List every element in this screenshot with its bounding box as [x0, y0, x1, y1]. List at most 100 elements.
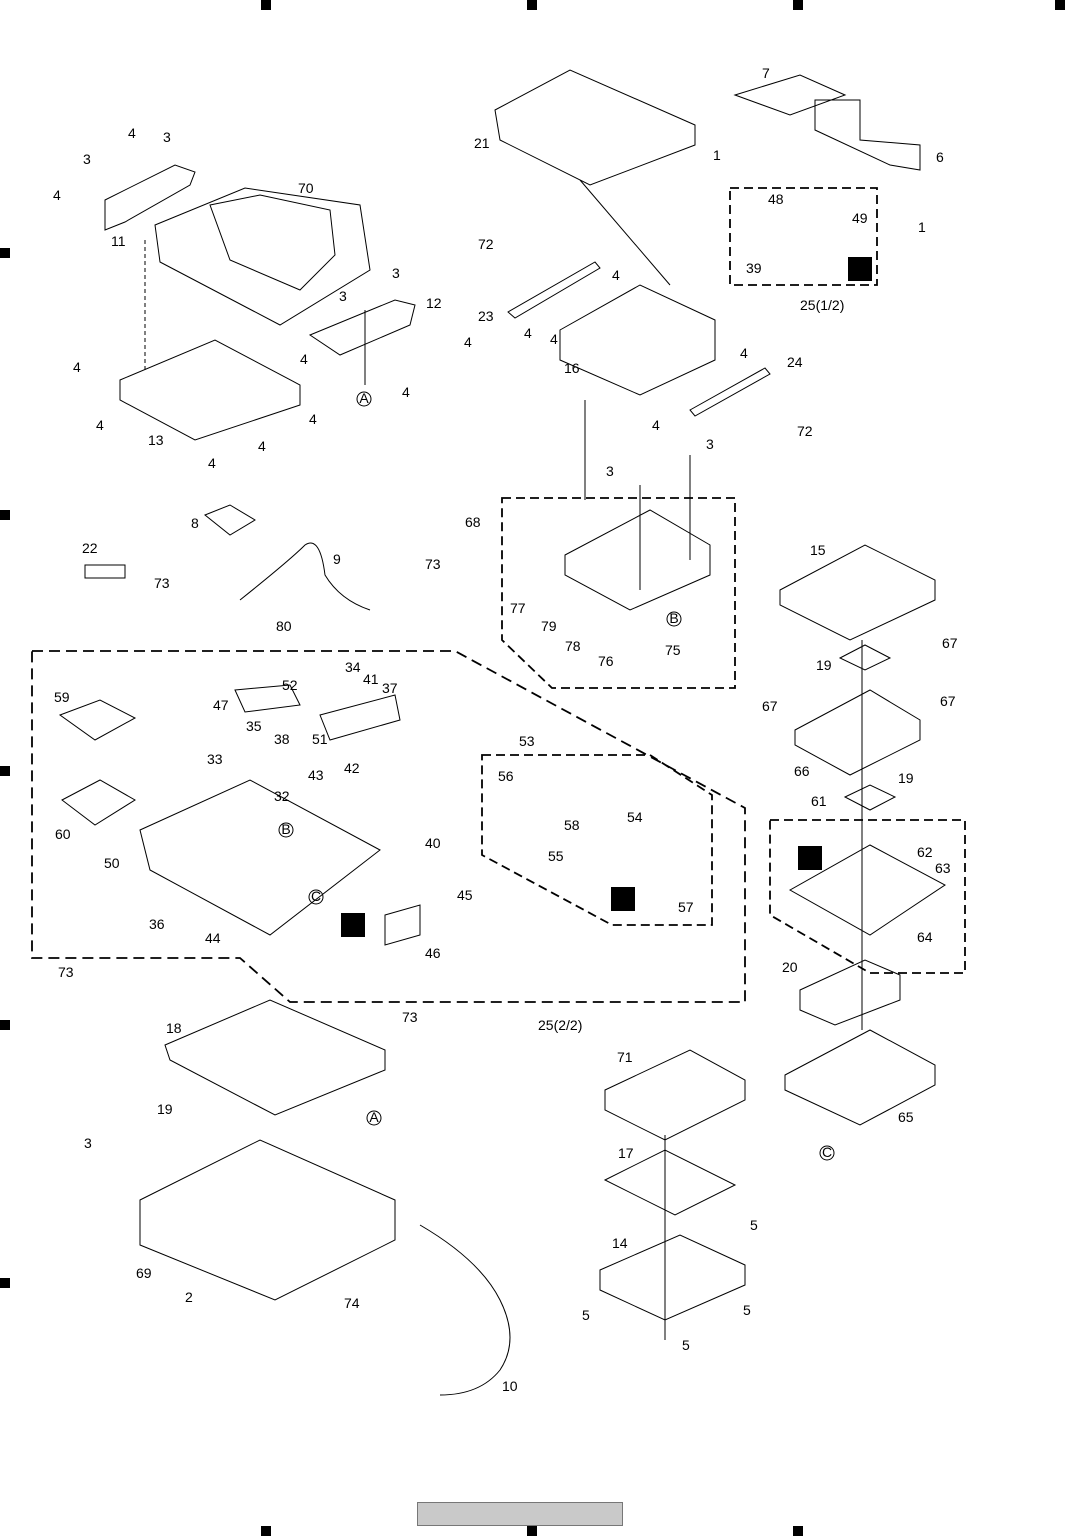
part-8-tape: [204, 504, 256, 536]
part-13-plate: [119, 339, 301, 441]
part-number-label: 67: [762, 698, 778, 714]
part-number-label: 4: [612, 267, 620, 283]
part-number-label: 41: [363, 671, 379, 687]
connection-reference-circle: [356, 391, 372, 407]
group-box-25-2: [31, 650, 746, 1003]
part-70-mechanism: [154, 187, 371, 326]
part-number-label: 4: [464, 334, 472, 350]
registration-mark-left-1: [0, 248, 10, 258]
part-number-label: 72: [478, 236, 494, 252]
part-number-label: 33: [207, 751, 223, 767]
part-number-label: 8: [191, 515, 199, 531]
part-number-label: 16: [564, 360, 580, 376]
part-12-bracket: [308, 299, 416, 356]
connection-reference-circle: [278, 822, 294, 838]
part-number-label: 1: [918, 219, 926, 235]
part-number-label: 37: [382, 680, 398, 696]
part-number-label: 24: [787, 354, 803, 370]
part-number-label: 76: [598, 653, 614, 669]
section-box-marker: [848, 257, 872, 281]
part-52-bracket: [234, 684, 301, 713]
registration-mark-top-4: [1055, 0, 1065, 10]
part-22-label: [84, 564, 126, 579]
part-60-holder: [61, 779, 136, 826]
part-number-label: 44: [205, 930, 221, 946]
part-69-chassis: [139, 1139, 396, 1301]
part-number-label: 4: [73, 359, 81, 375]
part-6-cable: [814, 99, 921, 171]
part-number-label: 3: [706, 436, 714, 452]
part-number-label: 19: [816, 657, 832, 673]
part-number-label: 3: [163, 129, 171, 145]
part-number-label: 64: [917, 929, 933, 945]
part-9-wire: [239, 542, 371, 611]
part-number-label: 40: [425, 835, 441, 851]
part-number-label: 4: [652, 417, 660, 433]
part-11-bracket: [104, 164, 196, 231]
part-68-chassis: [564, 509, 711, 611]
part-number-label: 70: [298, 180, 314, 196]
part-number-label: 5: [750, 1217, 758, 1233]
group-box-61: [769, 819, 966, 974]
part-number-label: 5: [682, 1337, 690, 1353]
connection-reference-circle: [666, 611, 682, 627]
connection-reference-circle: [308, 889, 324, 905]
part-18-sheet: [164, 999, 386, 1116]
part-23-rail: [507, 261, 601, 319]
part-70-inner: [209, 194, 336, 291]
part-number-label: 19: [157, 1101, 173, 1117]
part-51-bracket: [319, 694, 401, 741]
registration-mark-left-3: [0, 766, 10, 776]
part-number-label: 14: [612, 1235, 628, 1251]
part-20-sheets: [799, 959, 901, 1026]
section-box-label: B: [618, 892, 628, 908]
group-reference-label: 25(1/2): [800, 297, 844, 313]
part-21-sheet: [494, 69, 696, 186]
part-number-label: 32: [274, 788, 290, 804]
part-7-cable: [733, 74, 847, 116]
part-number-label: 46: [425, 945, 441, 961]
part-number-label: 74: [344, 1295, 360, 1311]
part-number-label: 9: [333, 551, 341, 567]
part-number-label: 65: [898, 1109, 914, 1125]
part-number-label: 7: [762, 65, 770, 81]
part-number-label: 4: [53, 187, 61, 203]
part-number-label: 4: [740, 345, 748, 361]
part-number-label: 53: [519, 733, 535, 749]
part-number-label: 48: [768, 191, 784, 207]
part-number-label: 36: [149, 916, 165, 932]
part-number-label: 5: [743, 1302, 751, 1318]
section-box-marker: [611, 887, 635, 911]
part-number-label: 4: [300, 351, 308, 367]
part-number-label: 4: [128, 125, 136, 141]
part-61-pcb: [788, 844, 946, 936]
part-number-label: 20: [782, 959, 798, 975]
part-number-label: 34: [345, 659, 361, 675]
part-number-label: 4: [208, 455, 216, 471]
part-number-label: 4: [309, 411, 317, 427]
part-59-board: [58, 699, 137, 741]
part-number-label: 10: [502, 1378, 518, 1394]
part-number-label: 55: [548, 848, 564, 864]
part-number-label: 56: [498, 768, 514, 784]
part-number-label: 68: [465, 514, 481, 530]
part-number-label: 5: [582, 1307, 590, 1323]
part-number-label: 3: [392, 265, 400, 281]
part-number-label: 72: [797, 423, 813, 439]
connection-reference-circle: [819, 1145, 835, 1161]
part-number-label: 73: [154, 575, 170, 591]
part-number-label: 35: [246, 718, 262, 734]
registration-mark-bottom-1: [261, 1526, 271, 1536]
part-10-cable: [419, 1224, 511, 1396]
section-box-marker: [341, 913, 365, 937]
part-number-label: 15: [810, 542, 826, 558]
part-number-label: 57: [678, 899, 694, 915]
part-19-sheet-2: [843, 784, 897, 811]
part-number-label: 59: [54, 689, 70, 705]
part-number-label: 78: [565, 638, 581, 654]
part-number-label: 73: [58, 964, 74, 980]
part-number-label: 73: [402, 1009, 418, 1025]
part-65-tray: [784, 1029, 936, 1126]
registration-mark-left-2: [0, 510, 10, 520]
registration-mark-top-1: [261, 0, 271, 10]
